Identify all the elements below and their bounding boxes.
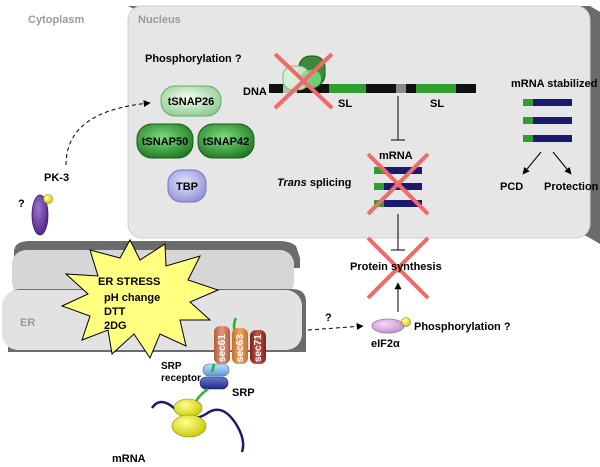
pk3-label: PK-3 [44, 172, 69, 184]
nucleus-label: Nucleus [138, 14, 181, 26]
sec61-protein: sec61 [214, 326, 230, 364]
srp-label: SRP [232, 387, 255, 399]
er-eif2a-question: ? [325, 312, 332, 324]
dna-to-mrna-inhibition [391, 96, 405, 141]
tsnap50-protein: tSNAP50 [136, 123, 194, 159]
sl-right-label: SL [430, 98, 444, 110]
splicing-cross [366, 152, 430, 216]
dna-cross [273, 52, 334, 110]
trans-splicing-label: Trans splicing [277, 177, 351, 189]
sec71-label: sec71 [253, 334, 264, 362]
er-mrna-strand [150, 400, 245, 453]
tbp-label: TBP [176, 181, 198, 193]
eif2a-phosphorylation-label: Phosphorylation ? [414, 321, 511, 333]
sec63-label: sec63 [235, 334, 246, 362]
srp-shape [199, 376, 229, 390]
stabilized-mrna [523, 99, 572, 142]
phosphorylation-label: Phosphorylation ? [145, 53, 242, 65]
eif2a-label: eIF2α [371, 338, 400, 350]
pk3-to-tsnap26-dashed-arrow [65, 100, 151, 166]
tsnap42-protein: tSNAP42 [197, 123, 255, 159]
pk3-question: ? [18, 198, 25, 210]
tsnap50-label: tSNAP50 [142, 136, 188, 148]
tsnap42-label: tSNAP42 [203, 136, 249, 148]
to-pcd-arrow [522, 151, 542, 175]
trans-italic: Trans [277, 177, 307, 189]
cytoplasm-label: Cytoplasm [28, 14, 84, 26]
srp-receptor-label-2: receptor [161, 373, 201, 384]
protein-synthesis-cross [366, 236, 430, 300]
eif2a-protein [371, 317, 411, 334]
er-mrna-label: mRNA [112, 453, 146, 465]
er-to-eif2a-dashed-arrow [307, 322, 364, 331]
pk3-kinase [31, 194, 53, 236]
protection-label: Protection [544, 181, 599, 193]
peptide-link [210, 363, 216, 373]
pcd-label: PCD [500, 181, 523, 193]
er-stress-title: ER STRESS [98, 276, 160, 288]
to-protection-arrow [552, 151, 572, 175]
splicing-word: splicing [307, 177, 352, 189]
tsnap26-protein: tSNAP26 [160, 85, 222, 117]
sec71-protein: sec71 [250, 330, 266, 364]
er-stress-dtt: DTT [104, 306, 126, 318]
srp-receptor-label-1: SRP [161, 361, 182, 372]
dna-label: DNA [243, 86, 267, 98]
eif2a-alpha: α [393, 338, 400, 350]
er-label: ER [20, 317, 35, 329]
nucleus-panel [127, 5, 600, 244]
protein-synthesis-label: Protein synthesis [350, 261, 442, 273]
sec61-label: sec61 [217, 334, 228, 362]
tbp-protein: TBP [167, 169, 207, 203]
tsnap26-label: tSNAP26 [168, 96, 214, 108]
peptide-to-ribosome [194, 387, 209, 403]
ribosome [171, 398, 207, 438]
srp-receptor-shape [202, 363, 230, 377]
eif2a-prefix: eIF2 [371, 338, 393, 350]
er-stress-2dg: 2DG [104, 320, 127, 332]
mrna-to-protein-inhibition [391, 214, 405, 251]
sec63-protein: sec63 [232, 328, 248, 364]
mrna-nucleus-label: mRNA [379, 150, 413, 162]
sl-left-label: SL [338, 98, 352, 110]
er-stress-starburst [60, 238, 220, 360]
er-stress-ph: pH change [104, 292, 160, 304]
mrna-stabilized-label: mRNA stabilized [511, 78, 597, 90]
